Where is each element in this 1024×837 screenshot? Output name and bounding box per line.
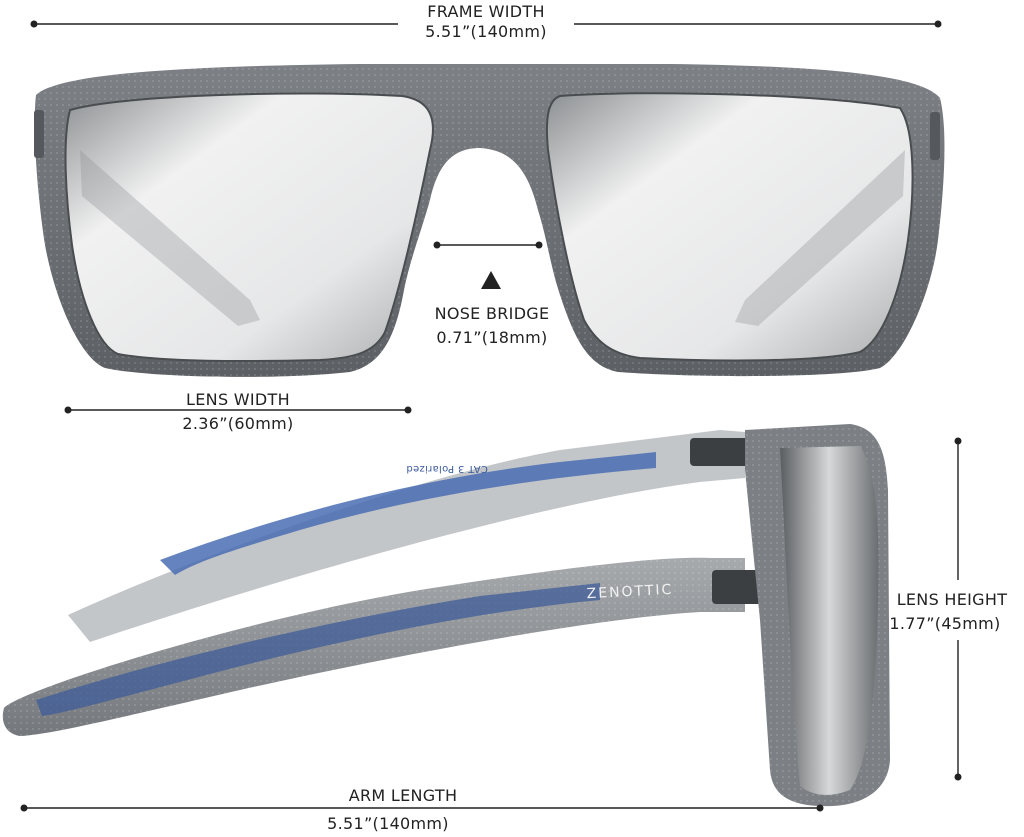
nose-bridge-pointer-icon xyxy=(481,271,501,289)
side-view xyxy=(2,424,890,807)
outer-accent-stripe xyxy=(36,583,600,716)
inner-accent-stripe xyxy=(160,452,656,575)
lens-width-value: 2.36”(60mm) xyxy=(182,414,294,433)
dimension-lines xyxy=(20,20,962,812)
inner-arm-imprint: CAT 3 Polarized xyxy=(406,463,488,474)
right-lens xyxy=(545,92,914,362)
nose-bridge-title: NOSE BRIDGE xyxy=(434,304,550,323)
far-temple-arm xyxy=(68,430,745,642)
arm-length-title: ARM LENGTH xyxy=(348,786,458,805)
arm-length-value: 5.51”(140mm) xyxy=(327,814,449,833)
frame-width-value: 5.51”(140mm) xyxy=(425,22,547,41)
front-view xyxy=(34,64,945,377)
lens-height-value: 1.77”(45mm) xyxy=(889,614,1001,633)
nose-bridge-value: 0.71”(18mm) xyxy=(436,328,548,347)
frame-width-title: FRAME WIDTH xyxy=(427,2,545,21)
lens-height-title: LENS HEIGHT xyxy=(896,590,1008,609)
lens-width-title: LENS WIDTH xyxy=(186,390,290,409)
left-lens xyxy=(64,92,434,363)
side-lens xyxy=(780,446,879,795)
